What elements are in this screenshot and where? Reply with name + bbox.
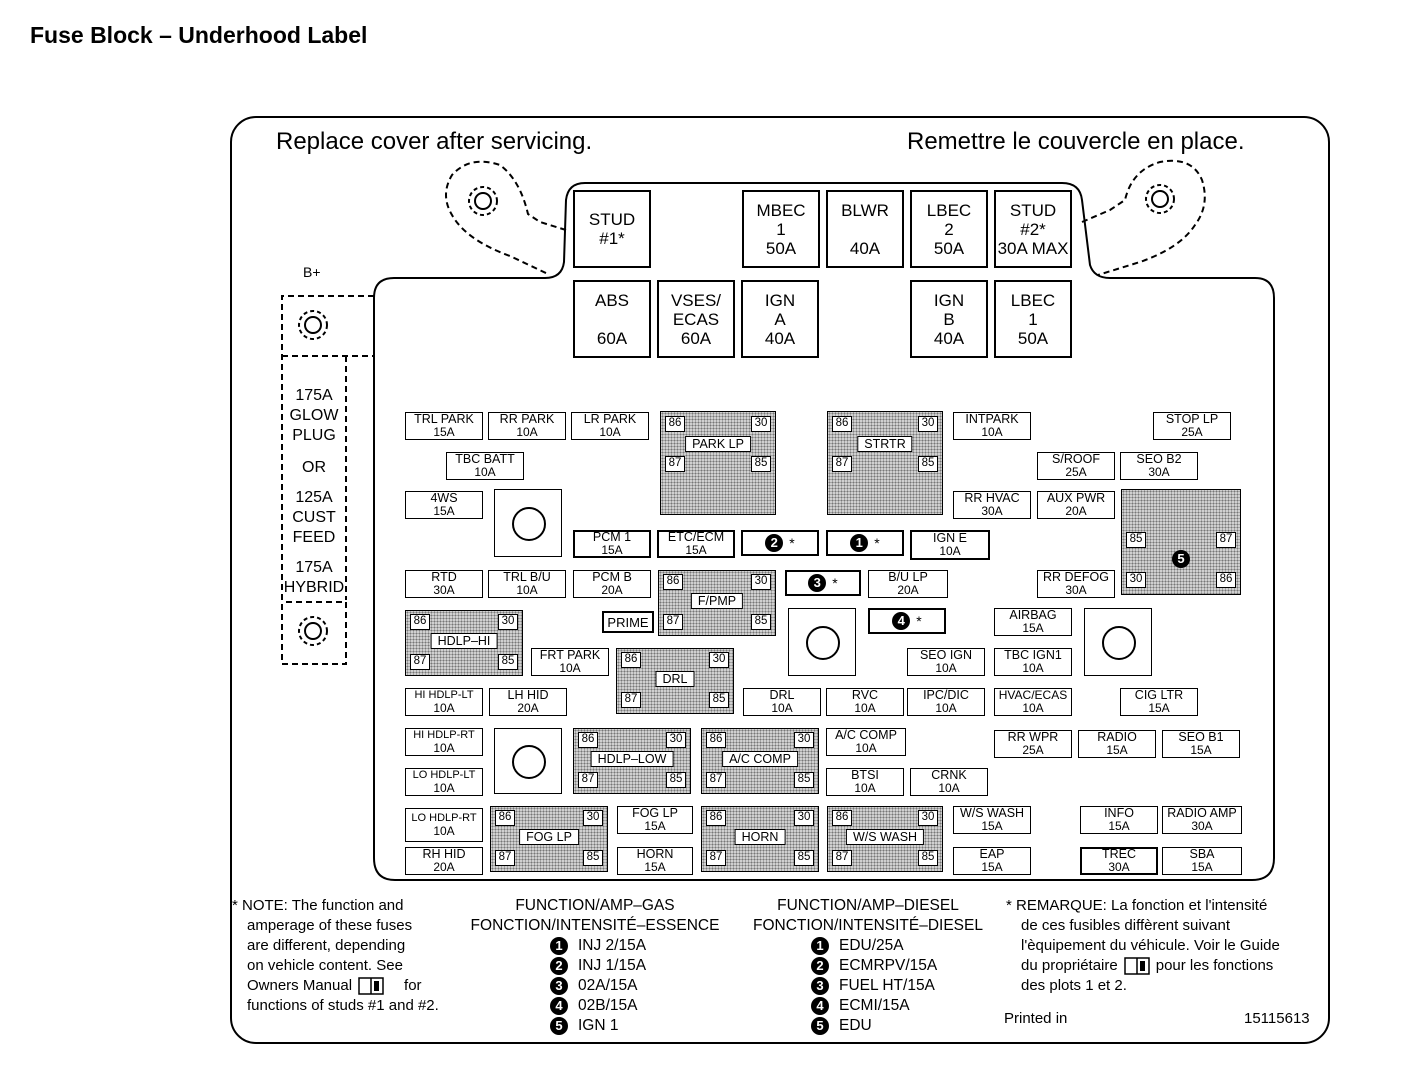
stud-4[interactable]: 4* (868, 608, 946, 634)
fuse-blwr[interactable]: BLWR 40A (826, 190, 904, 268)
header-english: Replace cover after servicing. (276, 128, 593, 155)
fuse-stud2[interactable]: STUD #2* 30A MAX (994, 190, 1072, 268)
mounting-hole-icon (298, 616, 328, 646)
mounting-hole-icon (468, 186, 498, 216)
fuse-ign-a[interactable]: IGN A 40A (741, 280, 819, 358)
stud-2[interactable]: 2* (741, 530, 819, 556)
fuse-abs[interactable]: ABS 60A (573, 280, 651, 358)
stud-5-marker: 5 (1172, 550, 1190, 568)
fuse-ign-b[interactable]: IGN B 40A (910, 280, 988, 358)
part-number: 15115613 (1244, 1010, 1310, 1027)
mounting-hole-icon (298, 310, 328, 340)
grommet (494, 489, 562, 557)
note-french: * REMARQUE: La fonction et l'intensité d… (1006, 897, 1280, 994)
printed-in: Printed in (1004, 1010, 1068, 1027)
mounting-hole-icon (1145, 184, 1175, 214)
legend-gas: FUNCTION/AMP–GAS FONCTION/INTENSITÉ–ESSE… (470, 897, 720, 1035)
book-icon (358, 977, 384, 995)
fuse-stud1[interactable]: STUD #1* (573, 190, 651, 268)
fuse-mbec1[interactable]: MBEC 1 50A (742, 190, 820, 268)
fuse-label-panel (230, 116, 1330, 1044)
b-plus-label: B+ (303, 264, 321, 280)
note-english: * NOTE: The function and amperage of the… (232, 897, 439, 1014)
stud-1[interactable]: 1* (826, 530, 904, 556)
fuse-prime[interactable]: PRIME (602, 611, 654, 633)
fuse-lbec2[interactable]: LBEC 2 50A (910, 190, 988, 268)
fuse-vses-ecas[interactable]: VSES/ ECAS 60A (657, 280, 735, 358)
page-title: Fuse Block – Underhood Label (30, 22, 368, 48)
grommet (494, 728, 562, 794)
legend-diesel: FUNCTION/AMP–DIESEL FONCTION/INTENSITÉ–D… (753, 897, 983, 1035)
book-icon (1123, 957, 1150, 975)
header-french: Remettre le couvercle en place. (907, 128, 1245, 155)
stud-3[interactable]: 3* (785, 570, 861, 596)
fuse-lbec1[interactable]: LBEC 1 50A (994, 280, 1072, 358)
grommet (788, 608, 856, 676)
grommet (1084, 608, 1152, 676)
